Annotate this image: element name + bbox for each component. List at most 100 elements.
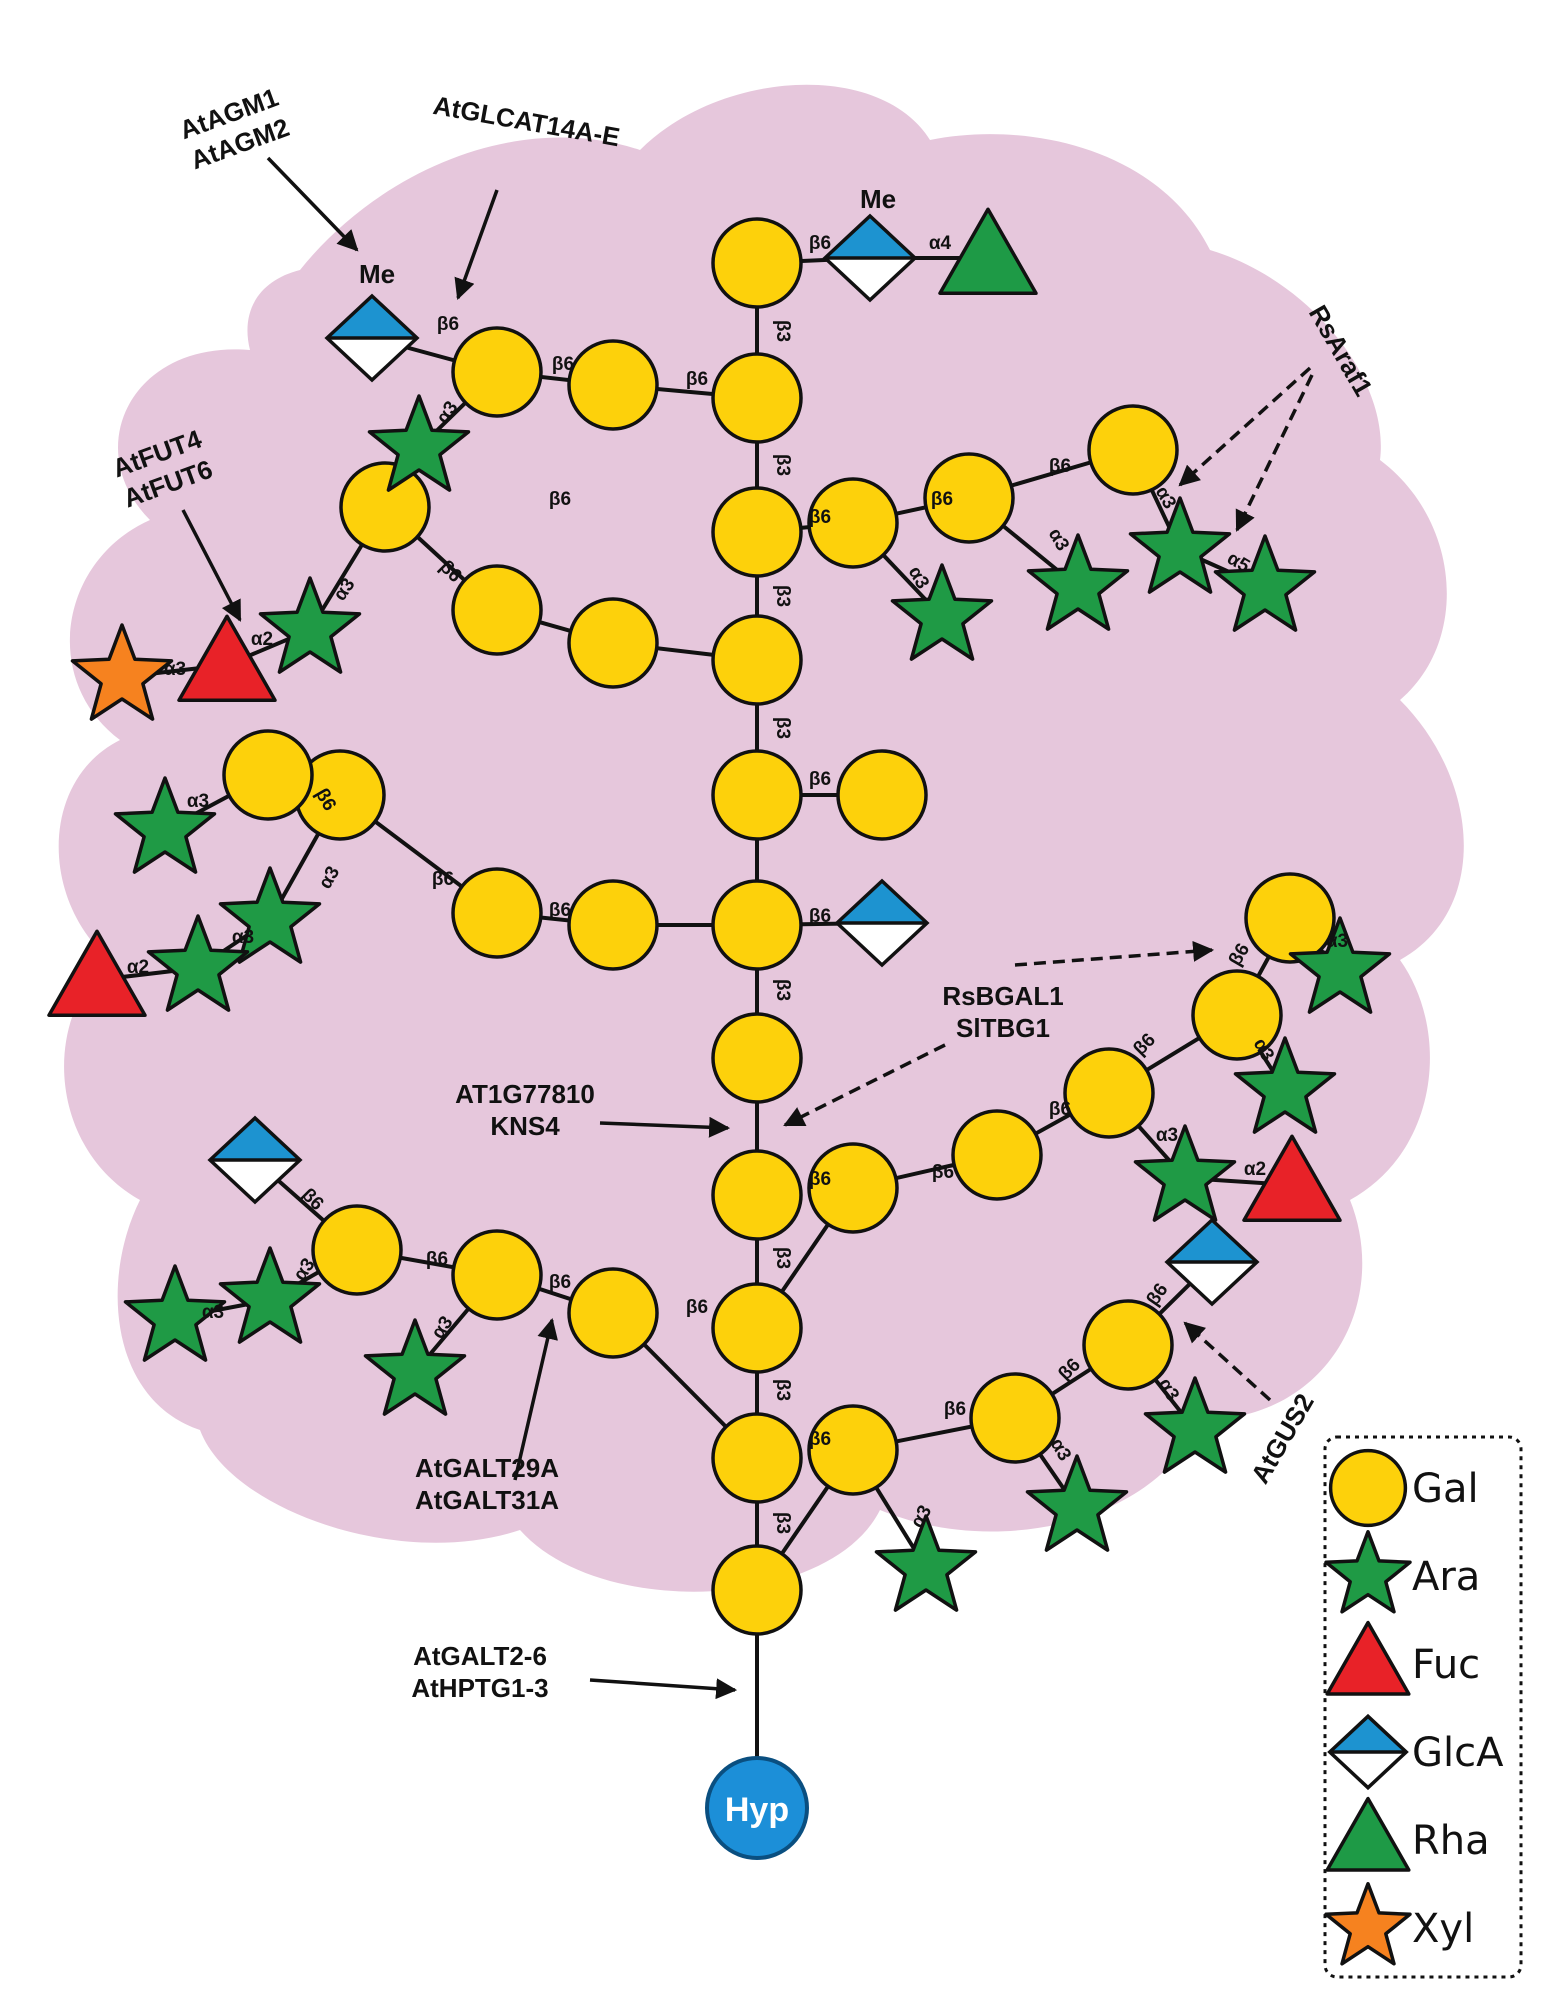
gal-residue	[711, 879, 803, 971]
ara-residue	[367, 394, 471, 492]
gal-residue	[951, 1109, 1043, 1201]
gal-residue	[1244, 872, 1336, 964]
linkage-label: α3	[232, 927, 254, 948]
ara-residue	[890, 563, 994, 661]
gal-residue	[311, 1204, 403, 1296]
legend-label: Xyl	[1412, 1906, 1474, 1952]
fuc-legend-symbol	[1325, 1620, 1411, 1696]
methyl-label: Me	[359, 259, 395, 289]
enzyme-name: KNS4	[490, 1111, 560, 1141]
glca-residue	[324, 293, 420, 383]
linkage-label: β3	[772, 454, 793, 476]
gal-residue	[1191, 969, 1283, 1061]
gal-residue	[1087, 404, 1179, 496]
gal-residue	[711, 217, 803, 309]
gal-residue	[339, 461, 431, 553]
gal-residue	[711, 1544, 803, 1636]
gal-residue	[567, 879, 659, 971]
enzyme-name: SlTBG1	[956, 1013, 1050, 1043]
enzyme-arrow	[589, 1678, 738, 1700]
linkage-label: β6	[931, 489, 953, 510]
linkage-label: α3	[1156, 1125, 1178, 1146]
linkage-label: β6	[686, 369, 708, 390]
linkage-label: β6	[809, 507, 831, 528]
xyl-legend-symbol	[1324, 1882, 1412, 1966]
linkage-label: β6	[932, 1162, 954, 1183]
gal-residue	[807, 1404, 899, 1496]
legend-box	[1323, 1435, 1523, 1979]
gal-residue	[711, 486, 803, 578]
legend-item-rha: Rha	[1325, 1796, 1490, 1872]
gal-residue	[711, 614, 803, 706]
glca-residue	[834, 878, 930, 968]
gal-residue	[567, 1267, 659, 1359]
gal-residue	[567, 339, 659, 431]
linkage-label: α4	[929, 233, 952, 254]
methyl-label: Me	[860, 184, 896, 214]
enzyme-arrow	[454, 189, 499, 300]
linkage-label: β6	[809, 1429, 831, 1450]
legend-item-xyl: Xyl	[1324, 1882, 1474, 1966]
gal-residue	[567, 597, 659, 689]
gal-residue	[451, 564, 543, 656]
linkage-label: β6	[809, 769, 831, 790]
gal-residue	[451, 867, 543, 959]
rha-legend-symbol	[1325, 1796, 1411, 1872]
linkage-label: β6	[549, 1272, 571, 1293]
gal-residue	[711, 352, 803, 444]
linkage-label: β3	[772, 1247, 793, 1269]
hyp-residue: Hyp	[705, 1756, 809, 1860]
gal-residue	[807, 1142, 899, 1234]
linkage-label: β6	[437, 314, 459, 335]
linkage-label: β3	[772, 979, 793, 1001]
legend-label: Rha	[1412, 1818, 1490, 1864]
ara-residue	[258, 576, 362, 674]
enzyme-name: AtGALT29A	[415, 1453, 559, 1483]
xyl-residue	[70, 623, 174, 721]
gal-residue	[1082, 1299, 1174, 1391]
gal-residue	[711, 1149, 803, 1241]
ara-residue	[1128, 496, 1232, 594]
linkage-label: β6	[549, 900, 571, 921]
legend-item-fuc: Fuc	[1325, 1620, 1480, 1696]
ara-residue	[218, 1246, 322, 1344]
monosaccharide-residues	[47, 207, 1392, 1636]
rha-residue	[938, 207, 1038, 296]
linkage-label: β3	[772, 1379, 793, 1401]
linkage-label: β6	[426, 1249, 448, 1270]
linkage-label: β6	[1049, 456, 1071, 477]
ara-residue	[1233, 1036, 1337, 1134]
gal-residue	[451, 326, 543, 418]
gal-residue	[969, 1372, 1061, 1464]
glca-residue	[1164, 1217, 1260, 1307]
legend-label: GlcA	[1412, 1730, 1504, 1776]
linkage-label: β6	[549, 489, 571, 510]
gal-residue	[711, 1412, 803, 1504]
legend-label: Fuc	[1412, 1642, 1480, 1688]
ara-residue	[874, 1514, 978, 1612]
linkage-label: α3	[187, 791, 209, 812]
linkage-label: α2	[251, 629, 273, 650]
ara-residue	[1026, 533, 1130, 631]
fuc-residue	[47, 929, 147, 1018]
ara-residue	[1288, 916, 1392, 1014]
gal-residue	[451, 1229, 543, 1321]
enzyme-arrow	[599, 1116, 731, 1138]
enzyme-arrow	[783, 1043, 946, 1127]
gal-residue	[711, 1012, 803, 1104]
gal-legend-symbol	[1328, 1448, 1408, 1528]
enzyme-name: AT1G77810	[455, 1079, 595, 1109]
linkage-label: β6	[809, 1169, 831, 1190]
ara-residue	[1213, 534, 1317, 632]
enzyme-arrow	[266, 156, 359, 252]
gal-residue	[222, 729, 314, 821]
gal-residue	[807, 477, 899, 569]
gal-residue	[1063, 1047, 1155, 1139]
hyp-label: Hyp	[725, 1791, 789, 1829]
